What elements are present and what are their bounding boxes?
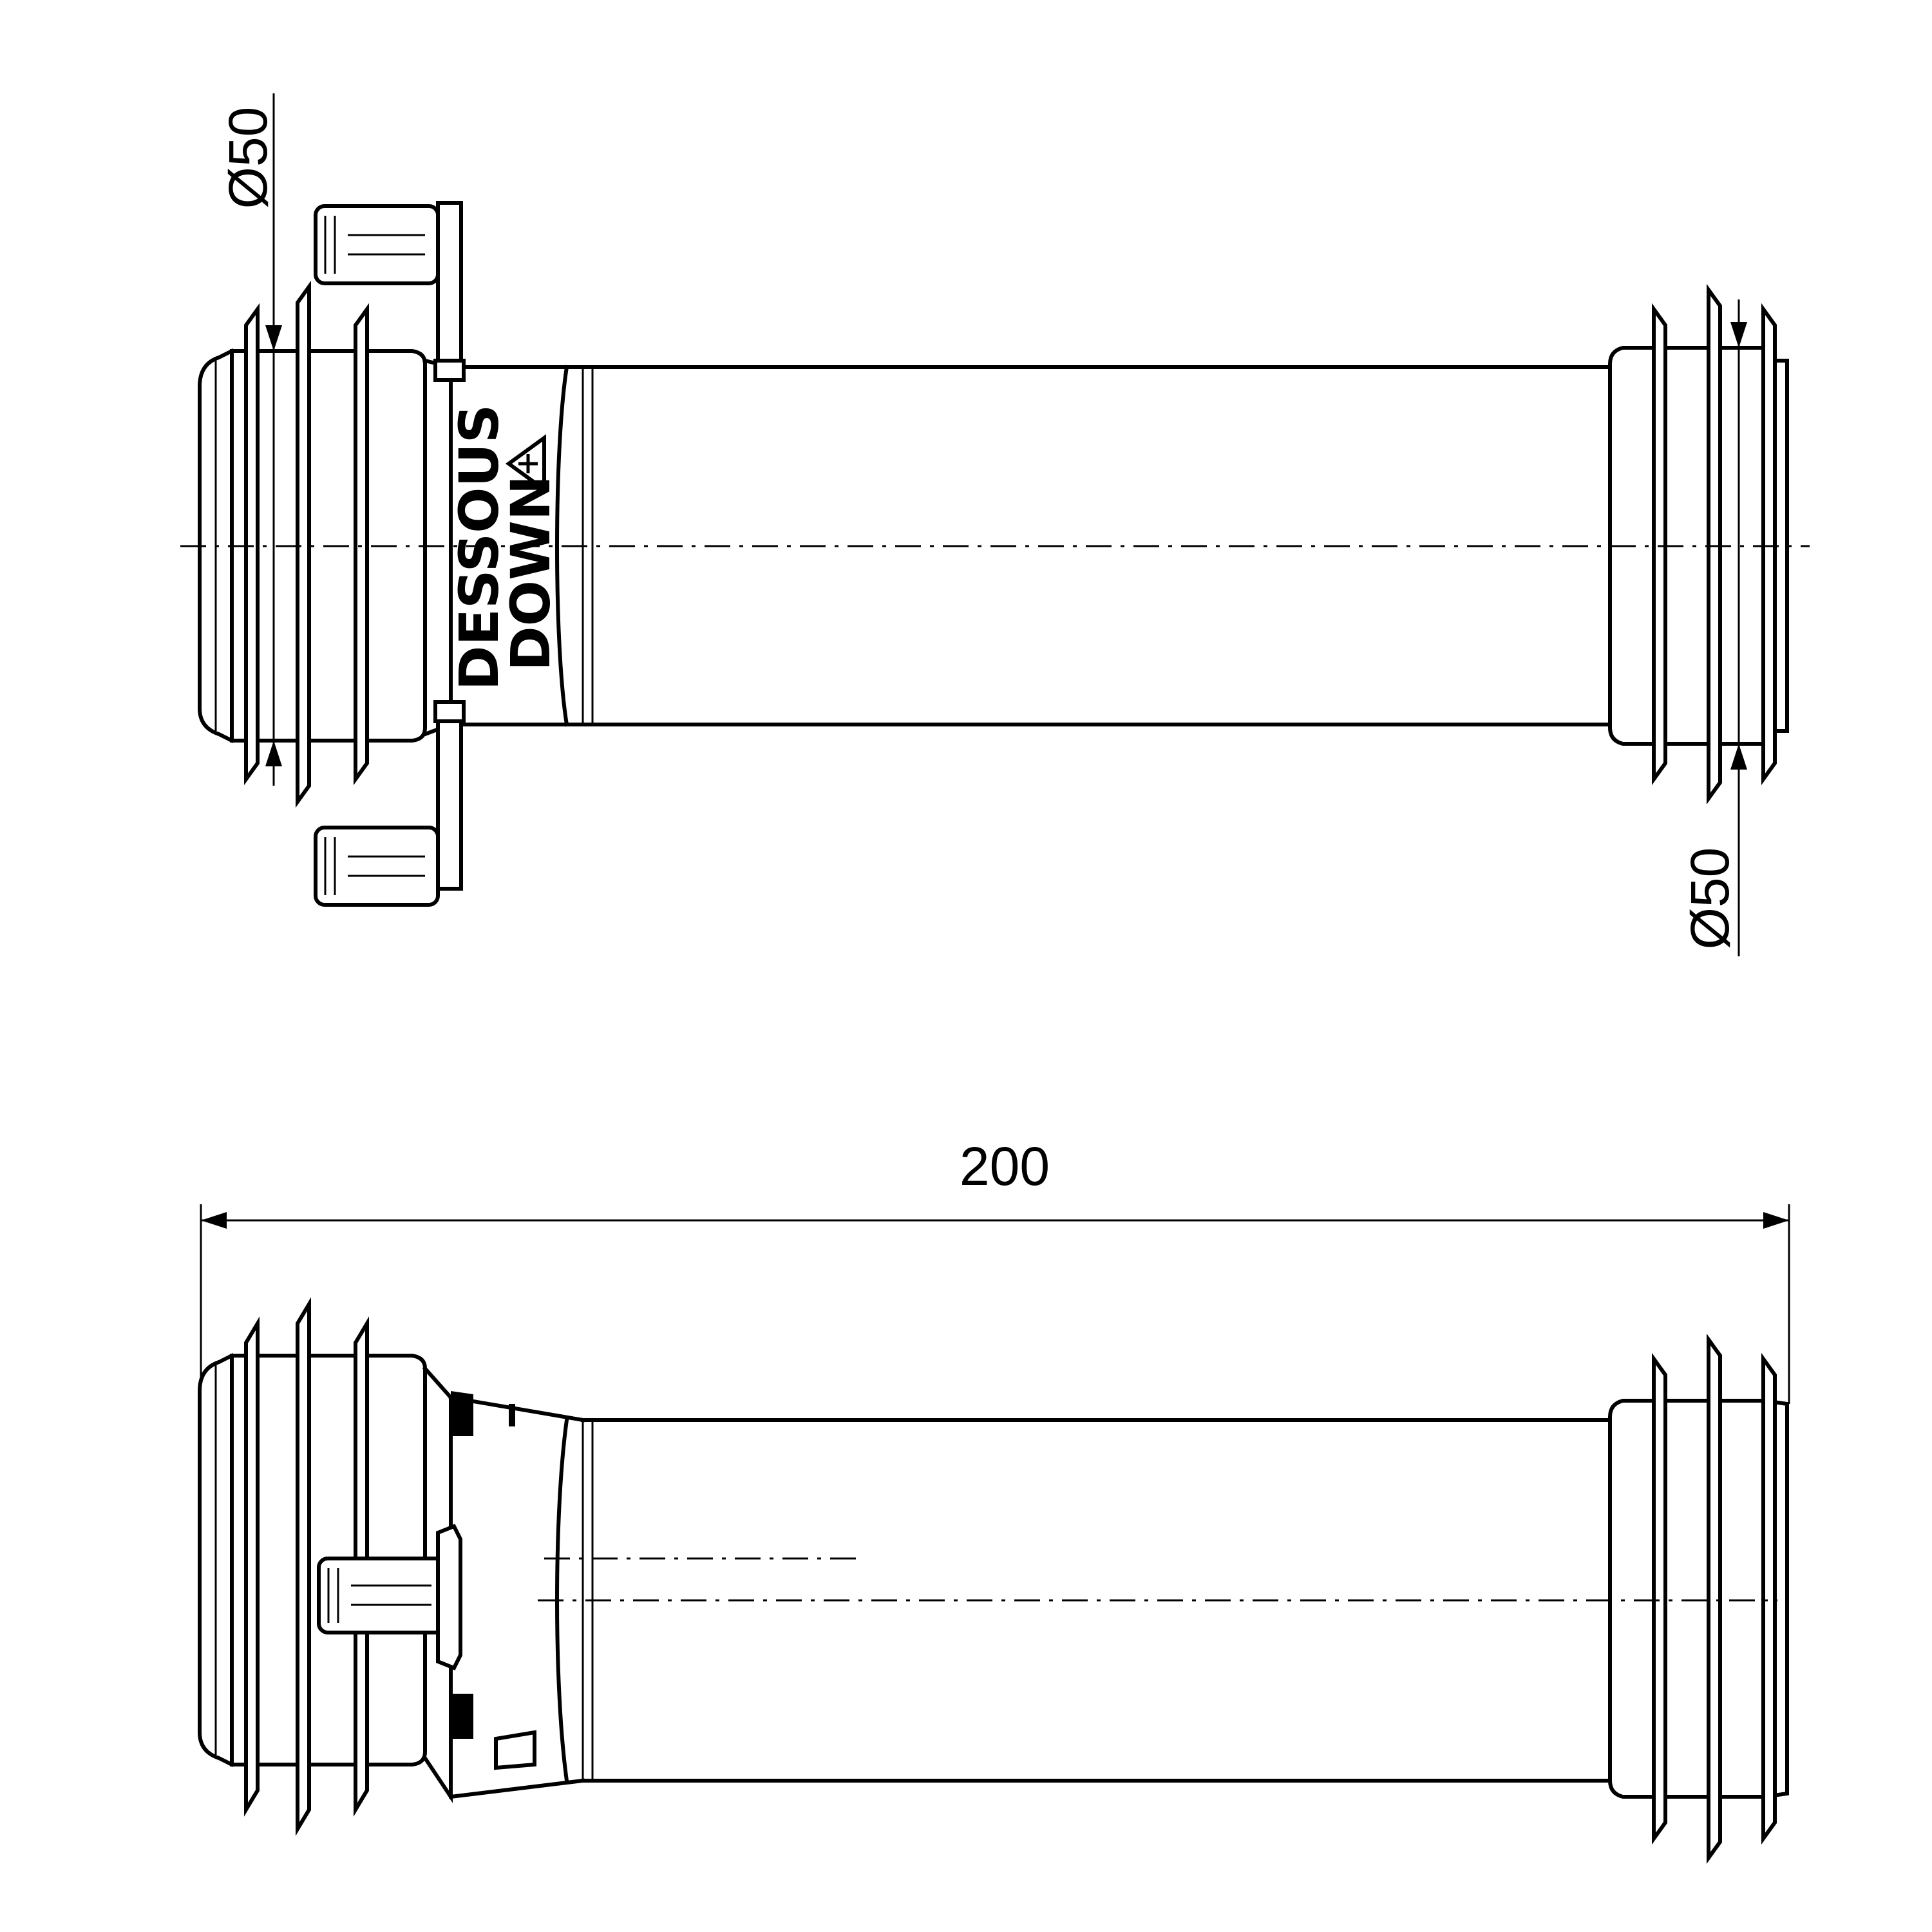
side-outlet-fin-2 [1707,1333,1722,1864]
top-outlet-collar [1608,283,1789,805]
top-outlet-fin-1 [1652,303,1667,786]
side-tube [448,1395,1612,1799]
overall-length-label: 200 [960,1136,1050,1197]
marking-dessous: DESSOUS [448,404,511,690]
dimension-outlet-diameter: Ø50 [1680,299,1747,956]
side-marking-glyphs [451,1391,536,1770]
top-view: DESSOUS DOWN Ø50 [180,93,1810,956]
top-inlet-fin-3 [354,303,369,786]
top-inlet-collar [198,280,453,808]
marking-down: DOWN [499,475,562,671]
inlet-diameter-label: Ø50 [218,107,278,209]
top-inlet-fin-1 [244,303,260,786]
side-outlet-fin-3 [1761,1352,1777,1845]
dimension-inlet-diameter: Ø50 [218,93,282,786]
top-bolt-lower [314,700,466,907]
side-outlet-collar [1608,1333,1789,1864]
side-inlet-fin-1 [244,1316,260,1817]
dimension-overall-length: 200 [200,1136,1790,1404]
top-bolt-upper [314,201,466,382]
outlet-diameter-label: Ø50 [1680,848,1740,950]
warning-triangle-icon [505,434,546,493]
side-view: 200 [198,1136,1790,1864]
side-outlet-fin-1 [1652,1352,1667,1845]
top-inlet-fin-2 [296,280,311,808]
side-inlet-fin-2 [296,1297,311,1836]
pipe-marking: DESSOUS DOWN [448,404,562,690]
side-bolt [317,1524,462,1671]
top-tube [449,365,1612,727]
top-outlet-fin-3 [1761,303,1777,786]
top-outlet-fin-2 [1707,283,1722,805]
